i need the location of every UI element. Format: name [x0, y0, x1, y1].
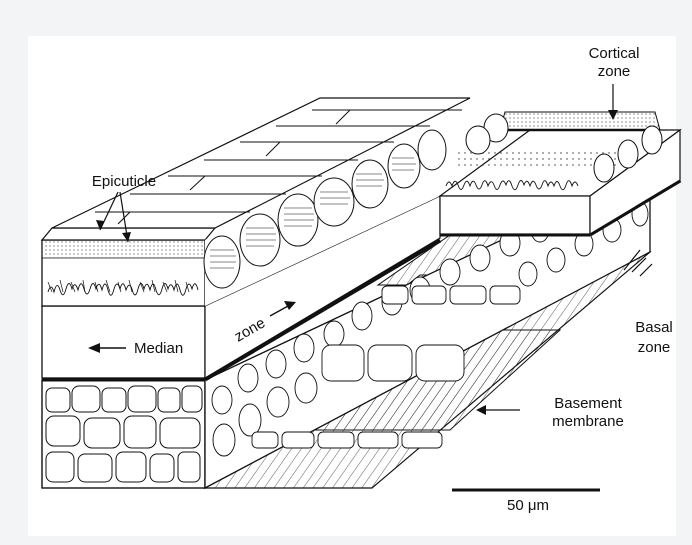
leader-lines: [99, 84, 653, 492]
label-epicuticle: Epicuticle: [92, 173, 156, 190]
label-basement-membrane: membrane: [552, 413, 624, 430]
label-median: Median: [134, 340, 183, 357]
cortical-block-right: [438, 111, 682, 236]
label-basal-zone: zone: [638, 339, 671, 356]
label-basement: Basement: [554, 395, 622, 412]
label-cortical: Cortical: [589, 45, 640, 62]
direction-arrows: [100, 305, 289, 349]
basal-cell-block-front: [41, 379, 206, 489]
median-zone-block: [41, 195, 441, 380]
scale-bar-label: 50 μm: [507, 497, 549, 514]
label-basal: Basal: [635, 319, 673, 336]
arrow-heads: [88, 110, 618, 415]
cortical-surface-plates: [51, 97, 500, 306]
label-cortical-zone: zone: [598, 63, 631, 80]
